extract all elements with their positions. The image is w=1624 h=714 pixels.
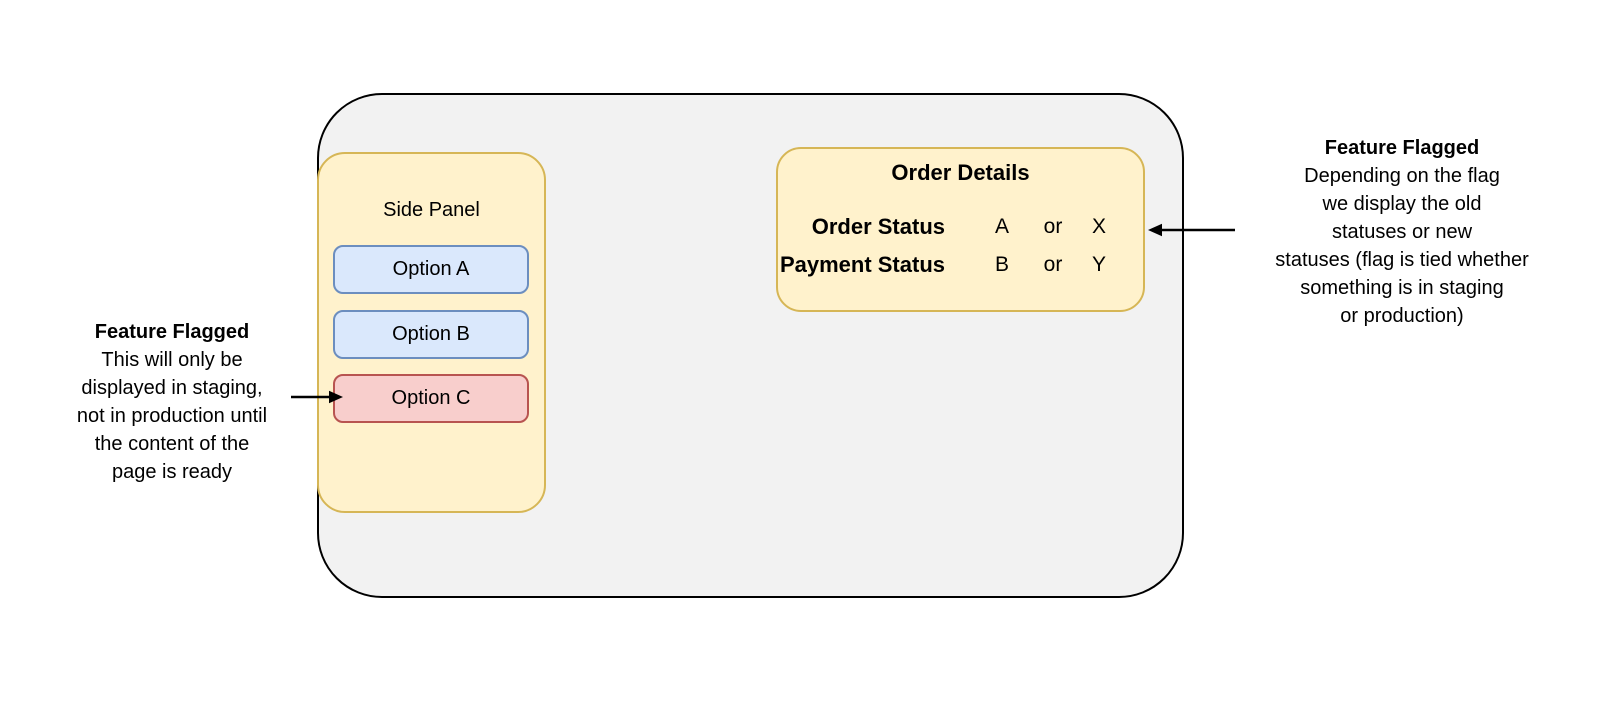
annotation-line: we display the old: [1322, 193, 1482, 215]
annotation-line: statuses (flag is tied whether: [1275, 249, 1529, 271]
order-status-conjunction: or: [1043, 215, 1063, 238]
annotation-line: displayed in staging,: [81, 377, 263, 399]
option-b-button[interactable]: Option B: [333, 310, 529, 359]
annotation-line: not in production until: [76, 405, 268, 427]
payment-status-row: Payment Status B or Y: [778, 246, 1143, 284]
payment-status-label: Payment Status: [779, 252, 945, 277]
annotation-line: the content of the: [94, 433, 250, 455]
option-c-button[interactable]: Option C: [333, 374, 529, 423]
side-panel-title: Side Panel: [383, 199, 480, 221]
annotation-line: or production): [1340, 305, 1464, 327]
annotation-title: Feature Flagged: [94, 321, 250, 343]
order-details-title: Order Details: [891, 160, 1030, 185]
feature-flag-note-left: Feature Flagged This will only be displa…: [40, 318, 304, 486]
payment-status-conjunction: or: [1043, 253, 1063, 276]
annotation-line: page is ready: [111, 461, 233, 483]
order-details-rows: Order Status A or X Payment Status B or …: [778, 208, 1143, 284]
order-details-shape: Order Details Order Status A or X Paymen…: [776, 147, 1145, 312]
order-status-label: Order Status: [811, 214, 945, 239]
side-panel-shape: Side Panel Option A Option B Option C: [317, 152, 546, 513]
option-a-button[interactable]: Option A: [333, 245, 529, 294]
annotation-line: something is in staging: [1300, 277, 1504, 299]
payment-status-old-value: B: [994, 253, 1009, 276]
feature-flag-note-right: Feature Flagged Depending on the flag we…: [1232, 134, 1572, 330]
right-arrow-connector: [1148, 223, 1235, 237]
left-arrow-connector: [291, 390, 343, 404]
annotation-title: Feature Flagged: [1324, 137, 1480, 159]
order-status-old-value: A: [994, 215, 1009, 238]
order-status-new-value: X: [1091, 215, 1106, 238]
annotation-line: statuses or new: [1331, 221, 1473, 243]
order-status-row: Order Status A or X: [778, 208, 1143, 246]
annotation-line: Depending on the flag: [1304, 165, 1500, 187]
payment-status-new-value: Y: [1091, 253, 1106, 276]
annotation-line: This will only be: [101, 349, 243, 371]
